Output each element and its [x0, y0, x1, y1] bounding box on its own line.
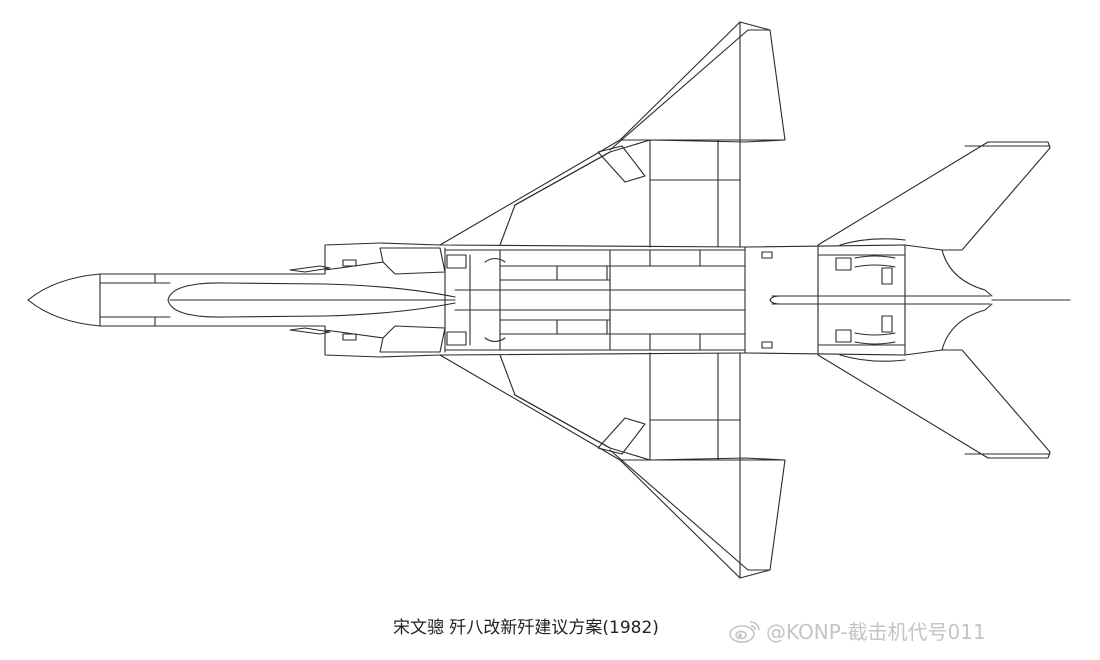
canopy: [167, 282, 456, 301]
watermark: @KONP-截击机代号011: [728, 616, 986, 645]
horizontal-stabilizer: [817, 141, 1051, 251]
nose-cone: [27, 273, 101, 301]
weibo-logo-icon: [729, 620, 760, 643]
forward-fuselage: [99, 242, 381, 275]
exhaust-area: [941, 249, 993, 297]
canard-strake: [289, 265, 331, 273]
fuselage-edge: [379, 242, 943, 251]
upper-half-outline: [27, 21, 1071, 301]
wing-pylon: [597, 145, 646, 183]
drawing-caption: 宋文骢 歼八改新歼建议方案(1982): [393, 618, 659, 638]
main-wing: [439, 21, 786, 246]
intake-ramp: [379, 247, 446, 275]
watermark-text: @KONP-截击机代号011: [766, 620, 986, 644]
